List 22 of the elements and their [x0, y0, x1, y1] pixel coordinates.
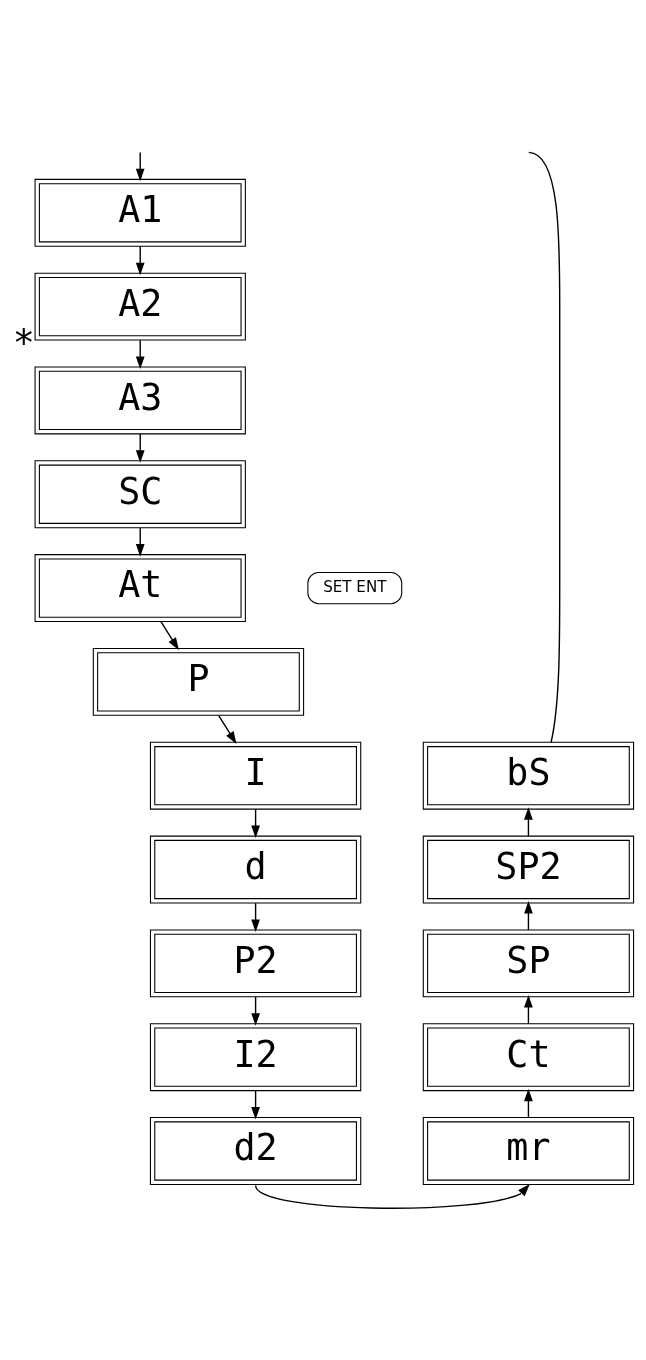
node-box: d: [149, 835, 362, 904]
label: SET ENT: [323, 578, 387, 597]
arrow: [160, 621, 179, 651]
node-box: SP2: [422, 835, 635, 904]
connector: [528, 151, 561, 743]
node-box: d2: [149, 1117, 362, 1185]
node-box: A3: [34, 366, 246, 435]
node-box: SP: [422, 929, 635, 998]
node-box: bS: [422, 741, 635, 810]
arrow: [218, 714, 237, 744]
node-box: At: [34, 554, 246, 623]
node-box: mr: [422, 1117, 635, 1185]
arrow: [254, 1183, 530, 1209]
node-box: P2: [149, 929, 362, 998]
node-box: I: [149, 741, 362, 810]
node-box: SC: [34, 460, 246, 529]
node-box: P: [92, 647, 305, 716]
node-box: A1: [34, 178, 246, 247]
node-label: *: [12, 322, 35, 366]
node-box: I2: [149, 1023, 362, 1092]
node-box: A2: [34, 272, 246, 341]
node-box: Ct: [422, 1023, 635, 1092]
